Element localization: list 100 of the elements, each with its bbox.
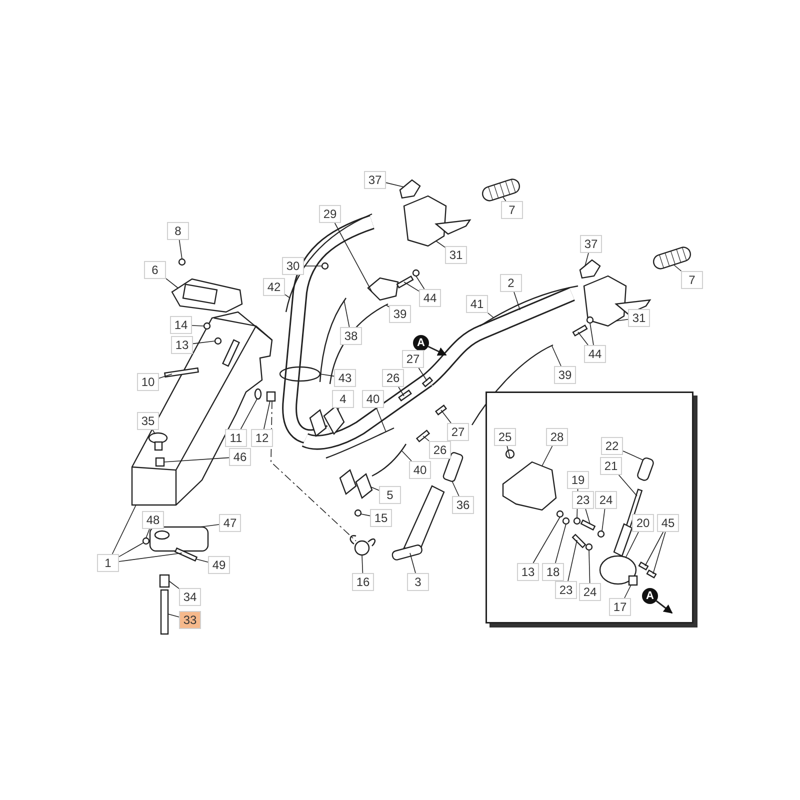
leader-line <box>568 540 578 582</box>
callout-number: 20 <box>632 514 654 532</box>
column-cover <box>171 278 243 313</box>
spring <box>159 574 170 588</box>
callout-number: 12 <box>251 429 273 447</box>
spring <box>350 535 376 556</box>
arrow <box>428 346 447 356</box>
leader-line <box>284 294 290 298</box>
leader-line <box>452 480 460 496</box>
callout-number: 13 <box>517 563 539 581</box>
lever-cover <box>502 461 557 511</box>
leader-line <box>624 584 632 598</box>
leader-line <box>320 374 334 377</box>
callout-number: 46 <box>229 448 251 466</box>
leader-line <box>166 278 178 288</box>
leader-line <box>118 552 182 562</box>
callout-number: 47 <box>219 514 241 532</box>
leader-line <box>112 504 136 554</box>
leader-line <box>240 398 258 430</box>
leader-line <box>585 508 590 524</box>
leader-line <box>168 580 180 589</box>
leader-line <box>402 450 412 462</box>
screw <box>638 561 657 579</box>
callout-number: 31 <box>445 246 467 264</box>
leader-line <box>178 240 182 260</box>
lever-cover <box>579 259 601 279</box>
control-cable <box>372 444 406 477</box>
callout-number: 44 <box>419 289 441 307</box>
bolt <box>580 519 596 531</box>
callout-number: 10 <box>137 373 159 391</box>
screw <box>203 322 211 330</box>
cable-adjuster <box>396 269 420 289</box>
leader-line <box>622 450 644 460</box>
callout-number: 23 <box>555 581 577 599</box>
callout-number: 37 <box>580 235 602 253</box>
callout-number: 35 <box>137 412 159 430</box>
washer <box>254 388 262 400</box>
callout-number: 31 <box>628 309 650 327</box>
nut <box>266 391 276 402</box>
leader-line <box>334 222 372 292</box>
bolt <box>164 367 199 378</box>
callout-number: 42 <box>263 278 285 296</box>
leader-line <box>616 319 628 322</box>
leader-line <box>674 264 682 272</box>
leader-line <box>146 528 150 538</box>
leader-line <box>652 532 666 574</box>
callout-number: 29 <box>319 205 341 223</box>
leader-line <box>418 368 428 382</box>
nut <box>142 537 150 545</box>
callout-number: 7 <box>501 201 523 219</box>
leader-line <box>118 542 144 558</box>
nut <box>354 509 362 517</box>
pin <box>160 589 169 635</box>
callout-number: 24 <box>579 583 601 601</box>
arrow <box>656 600 673 614</box>
leader-line <box>602 508 606 532</box>
cable-pin <box>422 376 434 388</box>
leader-line <box>362 554 364 574</box>
leader-line <box>626 532 639 558</box>
leader-line <box>196 558 208 562</box>
leader-line <box>404 282 420 292</box>
leader-line <box>588 550 590 584</box>
leader-line <box>542 446 553 466</box>
leader-line <box>386 304 390 308</box>
callout-number: 15 <box>370 509 392 527</box>
leader-line <box>164 457 230 462</box>
leader-line <box>200 524 220 528</box>
callout-number: 8 <box>167 222 189 240</box>
bushing <box>628 575 638 586</box>
callout-number: 44 <box>584 345 606 363</box>
callout-number: 48 <box>142 511 164 529</box>
leader-line <box>386 182 404 188</box>
callout-number: 40 <box>409 461 431 479</box>
leader-line <box>264 400 270 430</box>
callout-number: 34 <box>179 588 201 606</box>
leader-line <box>584 252 589 266</box>
leader-line <box>416 276 425 290</box>
leader-line <box>158 374 172 379</box>
callout-number: 5 <box>379 486 401 504</box>
leader-line <box>410 552 416 574</box>
leader-line <box>514 292 520 310</box>
view-marker: A <box>642 588 658 604</box>
callout-number: 21 <box>600 457 622 475</box>
bolt <box>572 534 586 548</box>
leader-line <box>152 430 156 434</box>
callout-number: 14 <box>170 316 192 334</box>
leader-line <box>590 322 594 346</box>
washer <box>585 543 593 551</box>
callout-number: 24 <box>595 491 617 509</box>
callout-number: 19 <box>567 471 589 489</box>
washer <box>573 517 581 525</box>
lever-disc <box>599 555 637 585</box>
cable-pin <box>434 404 448 416</box>
nut <box>505 449 515 459</box>
leader-line <box>555 524 566 564</box>
callout-number: 22 <box>601 437 623 455</box>
callout-number: 27 <box>447 423 469 441</box>
leader-line <box>644 532 664 566</box>
handlebar-tube <box>423 287 575 386</box>
washer <box>597 530 605 538</box>
